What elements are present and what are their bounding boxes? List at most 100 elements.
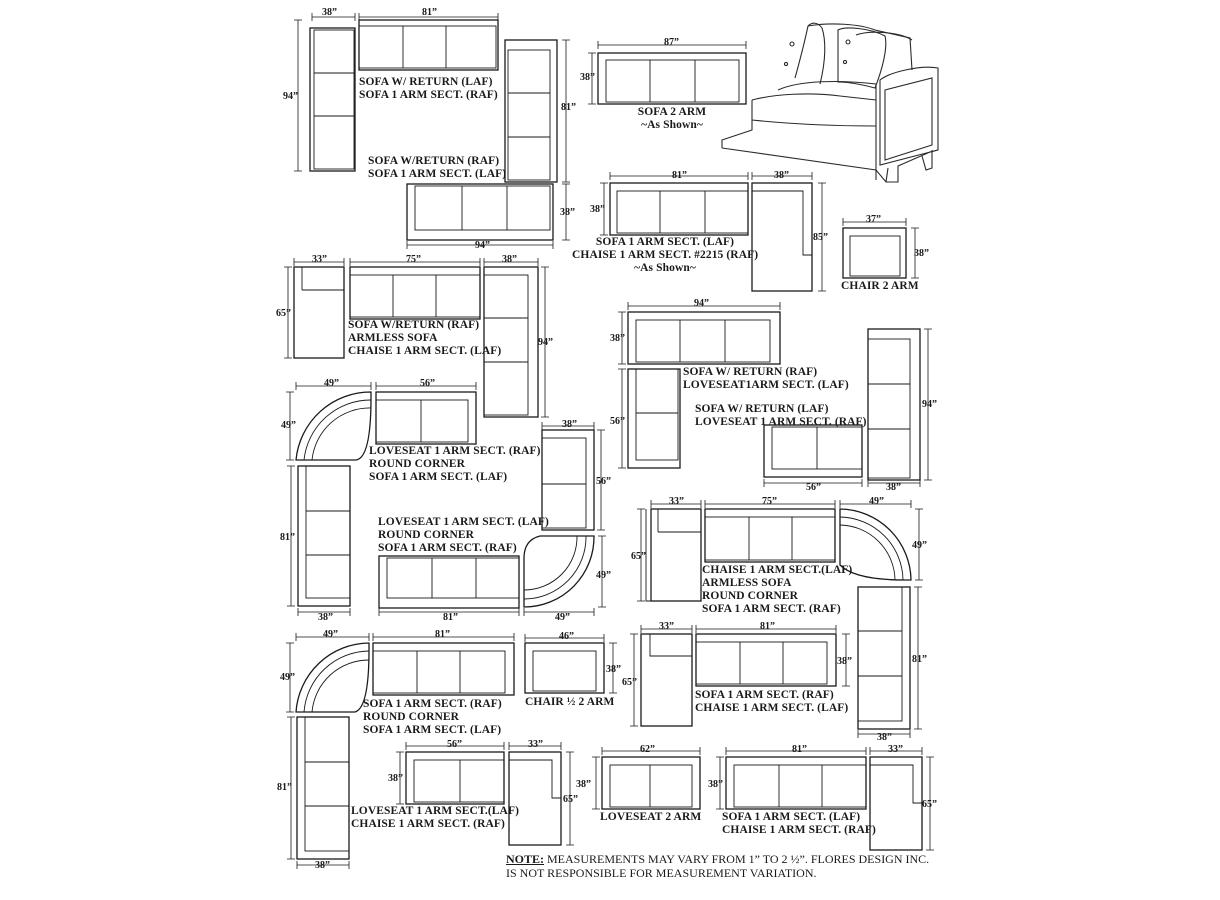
dim-label: 56”	[596, 476, 611, 487]
dim-label: 81”	[280, 532, 295, 543]
dim-label: 49”	[596, 570, 611, 581]
label-line: SOFA 1 ARM SECT. (LAF)	[369, 471, 508, 483]
label-line: ARMLESS SOFA	[348, 332, 438, 344]
label-line: CHAISE 1 ARM SECT.(LAF)	[702, 564, 853, 576]
label-line: ~As Shown~	[641, 119, 703, 131]
config-label: SOFA 1 ARM SECT. (RAF) ROUND CORNER SOFA…	[363, 698, 502, 737]
measurement-note: NOTE: MEASUREMENTS MAY VARY FROM 1” TO 2…	[506, 852, 929, 880]
config-label: SOFA W/ RETURN (LAF) SOFA 1 ARM SECT. (R…	[359, 76, 498, 102]
config-label: SOFA 1 ARM SECT. (RAF) CHAISE 1 ARM SECT…	[695, 689, 848, 715]
note-lead: NOTE:	[506, 852, 545, 866]
dim-label: 94”	[283, 91, 298, 102]
label-line: SOFA 1 ARM SECT. (LAF)	[722, 811, 861, 823]
dim-label: 81”	[277, 782, 292, 793]
dim-label: 56”	[447, 739, 462, 750]
config-label: LOVESEAT 1 ARM SECT.(LAF) CHAISE 1 ARM S…	[351, 805, 519, 831]
label-line: CHAISE 1 ARM SECT. (LAF)	[348, 345, 502, 357]
dim-label: 49”	[555, 612, 570, 623]
config-label: SOFA 1 ARM SECT. (LAF) CHAISE 1 ARM SECT…	[722, 811, 876, 837]
config-label: SOFA W/RETURN (RAF) SOFA 1 ARM SECT. (LA…	[368, 155, 506, 181]
dim-label: 94”	[475, 240, 490, 251]
label-line: CHAISE 1 ARM SECT. (LAF)	[695, 702, 849, 714]
dim-label: 81”	[443, 612, 458, 623]
dim-label: 38”	[886, 482, 901, 493]
dim-label: 38”	[708, 779, 723, 790]
note-line-1: NOTE: MEASUREMENTS MAY VARY FROM 1” TO 2…	[506, 852, 929, 866]
dim-label: 56”	[420, 378, 435, 389]
config-label: LOVESEAT 1 ARM SECT. (LAF) ROUND CORNER …	[378, 516, 549, 555]
sofa-sketch	[721, 22, 939, 183]
label-line: SOFA 1 ARM SECT. (RAF)	[359, 89, 498, 101]
label-line: CHAIR ½ 2 ARM	[525, 696, 615, 708]
label-line: LOVESEAT 1 ARM SECT. (RAF)	[369, 445, 541, 457]
label-line: ARMLESS SOFA	[702, 577, 792, 589]
label-line: SOFA 1 ARM SECT. (RAF)	[378, 542, 517, 554]
dim-label: 38”	[562, 419, 577, 430]
config-sofa-return-loveseat-laf: 94” 38” 56”	[610, 298, 781, 469]
config-loveseat-round-corner-sofa-raf: 38” 56” 81” 49” 49”	[378, 419, 611, 623]
config-label: CHAIR 2 ARM	[841, 280, 919, 293]
dim-label: 81”	[672, 170, 687, 181]
label-line: LOVESEAT 1 ARM SECT. (RAF)	[695, 416, 867, 428]
config-label: SOFA W/ RETURN (RAF) LOVESEAT1ARM SECT. …	[683, 366, 849, 392]
config-chaise-armless-corner-sofa: 33” 75” 49” 65” 49” 81” 38”	[631, 496, 927, 743]
dim-label: 56”	[806, 482, 821, 493]
label-line: SOFA 1 ARM SECT. (LAF)	[363, 724, 502, 736]
label-line: SOFA 1 ARM SECT. (RAF)	[702, 603, 841, 615]
label-line: CHAISE 1 ARM SECT. (RAF)	[351, 818, 505, 830]
config-label: CHAIR ½ 2 ARM	[525, 696, 614, 709]
label-line: SOFA W/ RETURN (LAF)	[359, 76, 493, 88]
dim-label: 75”	[406, 254, 421, 265]
dim-label: 56”	[610, 416, 625, 427]
config-loveseat-2-arm: 62” 38”	[576, 744, 701, 810]
dim-label: 49”	[281, 420, 296, 431]
config-sofa-chaise-2215: 81” 38” 38” 85”	[590, 170, 828, 292]
label-line: ROUND CORNER	[378, 529, 475, 541]
dim-label: 65”	[922, 799, 937, 810]
dim-label: 49”	[869, 496, 884, 507]
label-line: LOVESEAT1ARM SECT. (LAF)	[683, 379, 849, 391]
dim-label: 38”	[914, 248, 929, 259]
label-line: SOFA W/ RETURN (RAF)	[683, 366, 818, 378]
label-line: LOVESEAT 1 ARM SECT. (LAF)	[378, 516, 549, 528]
config-sofa-raf-chaise-laf: 33” 81” 65” 38”	[622, 621, 852, 727]
config-label: SOFA 1 ARM SECT. (LAF) CHAISE 1 ARM SECT…	[572, 236, 758, 275]
config-label: SOFA 2 ARM ~As Shown~	[622, 106, 722, 132]
config-return-armless-chaise: 33” 75” 38” 65” 94”	[276, 254, 553, 418]
dim-label: 38”	[560, 207, 575, 218]
config-sofa-return-raf: 94” 38”	[406, 183, 575, 251]
config-chair-2-arm: 37” 38”	[842, 214, 929, 279]
config-sofa-return-loveseat-raf: 56” 38” 94”	[763, 328, 937, 493]
label-line: LOVESEAT 1 ARM SECT.(LAF)	[351, 805, 519, 817]
dim-label: 33”	[659, 621, 674, 632]
dim-label: 49”	[280, 672, 295, 683]
config-loveseat-round-corner-sofa-laf: 49” 56” 49” 81” 38”	[280, 378, 477, 623]
dim-label: 65”	[631, 551, 646, 562]
note-text: MEASUREMENTS MAY VARY FROM 1” TO 2 ½”. F…	[544, 852, 930, 866]
dim-label: 65”	[563, 794, 578, 805]
dim-label: 87”	[664, 37, 679, 48]
label-line: SOFA W/ RETURN (LAF)	[695, 403, 829, 415]
dim-label: 94”	[922, 399, 937, 410]
dim-label: 62”	[640, 744, 655, 755]
dim-label: 49”	[912, 540, 927, 551]
dim-label: 38”	[322, 7, 337, 18]
label-line: SOFA 1 ARM SECT. (LAF)	[595, 236, 735, 248]
dim-label: 94”	[538, 337, 553, 348]
dim-label: 81”	[435, 629, 450, 640]
dim-label: 33”	[669, 496, 684, 507]
config-sofa-round-corner-sofa: 49” 81” 49” 81” 38”	[277, 629, 515, 871]
dim-label: 81”	[912, 654, 927, 665]
label-line: SOFA W/RETURN (RAF)	[368, 155, 500, 167]
label-line: ROUND CORNER	[702, 590, 799, 602]
dim-label: 85”	[813, 232, 828, 243]
label-line: SOFA W/RETURN (RAF)	[348, 319, 480, 331]
dim-label: 37”	[866, 214, 881, 225]
dim-label: 33”	[312, 254, 327, 265]
label-line: ROUND CORNER	[369, 458, 466, 470]
config-loveseat-laf-chaise-raf: 56” 33” 38” 65”	[388, 739, 578, 846]
config-label: LOVESEAT 1 ARM SECT. (RAF) ROUND CORNER …	[369, 445, 541, 484]
label-line: ~As Shown~	[634, 262, 696, 274]
dim-label: 33”	[528, 739, 543, 750]
dim-label: 75”	[762, 496, 777, 507]
